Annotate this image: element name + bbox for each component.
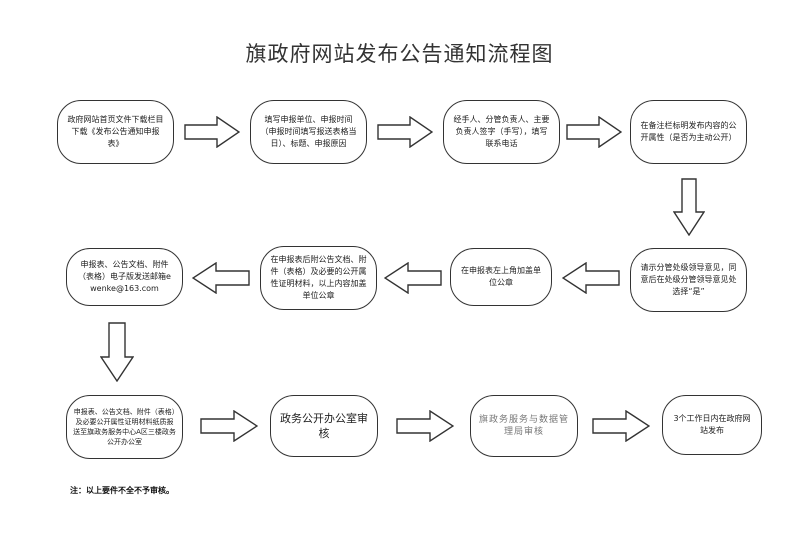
arrow-right-icon xyxy=(592,410,650,442)
step-download-form: 政府网站首页文件下载栏目下载《发布公告通知申报表》 xyxy=(57,100,174,164)
step-paper-submission: 申报表、公告文档、附件（表格）及必要公开属性证明材料纸质报送至旗政务服务中心A区… xyxy=(66,395,183,459)
arrow-down-icon xyxy=(673,178,705,236)
arrow-down-icon xyxy=(100,322,134,382)
step-signatures: 经手人、分管负责人、主要负责人签字（手写），填写联系电话 xyxy=(443,100,560,164)
step-office-review: 政务公开办公室审核 xyxy=(270,395,378,457)
step-disclosure-attribute: 在备注栏标明发布内容的公开属性（是否为主动公开） xyxy=(630,100,747,164)
step-email-submission: 申报表、公告文档、附件（表格）电子版发送邮箱ewenke@163.com xyxy=(66,248,183,306)
step-fill-info: 填写申报单位、申报时间（申报时间填写报送表格当日）、标题、申报原因 xyxy=(250,100,367,164)
page-title: 旗政府网站发布公告通知流程图 xyxy=(245,42,554,66)
arrow-right-icon xyxy=(377,116,433,148)
arrow-right-icon xyxy=(184,116,240,148)
arrow-left-icon xyxy=(192,262,250,294)
arrow-right-icon xyxy=(200,410,258,442)
step-stamp-seal: 在申报表左上角加盖单位公章 xyxy=(450,248,552,306)
step-bureau-review: 旗政务服务与数据管理局审核 xyxy=(470,395,578,457)
step-leader-approval: 请示分管处级领导意见，同意后在处级分管领导意见处选择“是” xyxy=(630,248,747,312)
step-website-publish: 3个工作日内在政府网站发布 xyxy=(662,395,762,455)
arrow-left-icon xyxy=(562,262,620,294)
arrow-right-icon xyxy=(396,410,454,442)
step-attach-materials: 在申报表后附公告文档、附件（表格）及必要的公开属性证明材料，以上内容加盖单位公章 xyxy=(260,246,377,310)
arrow-right-icon xyxy=(566,116,622,148)
arrow-left-icon xyxy=(384,262,442,294)
footnote: 注：以上要件不全不予审核。 xyxy=(70,486,174,495)
